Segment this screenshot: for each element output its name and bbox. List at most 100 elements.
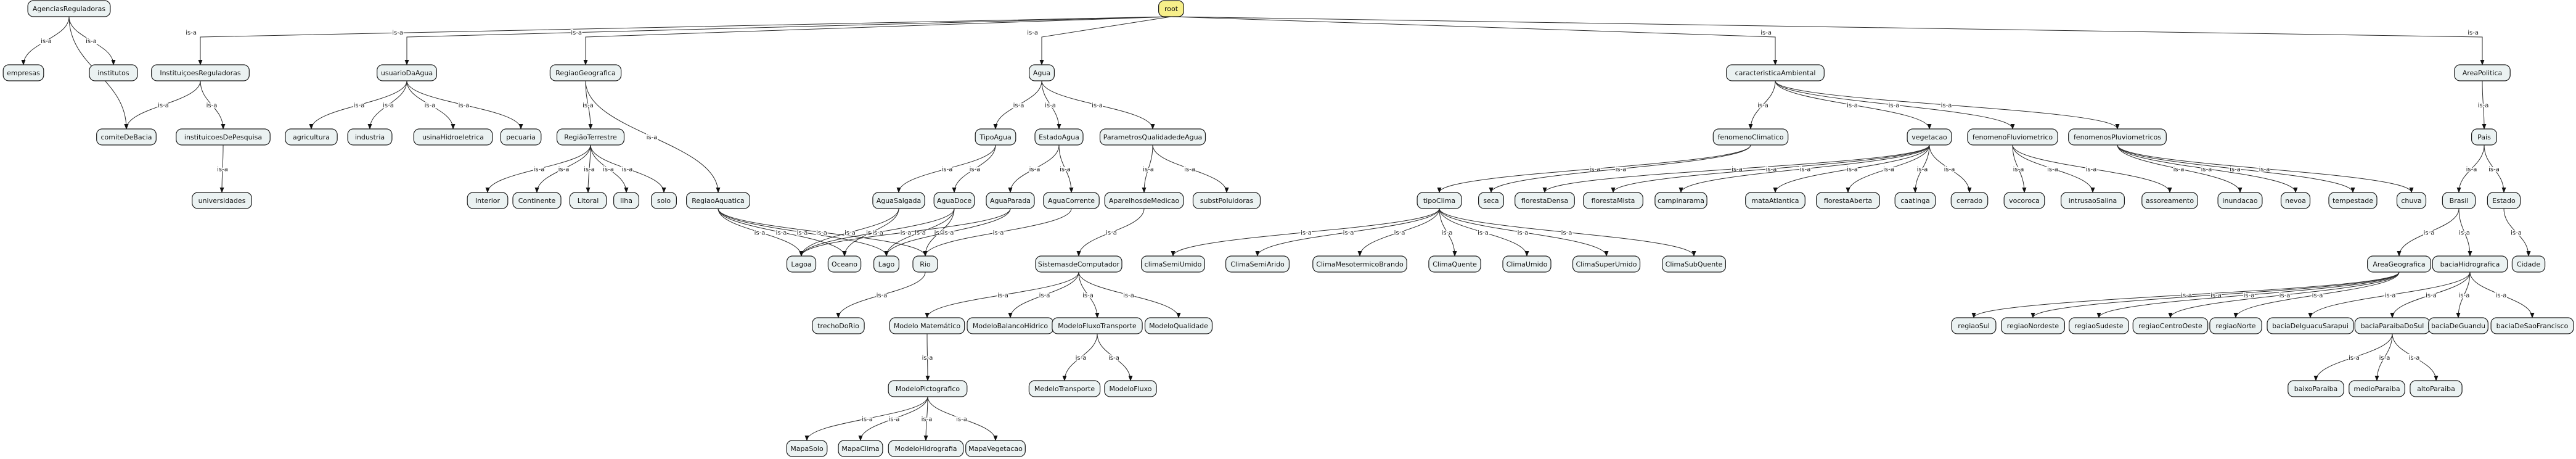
node-estado[interactable]: Estado — [2487, 192, 2521, 209]
edge-line — [1171, 208, 1440, 257]
node-regiaoSul[interactable]: regiaoSul — [1951, 317, 1997, 334]
node-baciaHidrografica[interactable]: baciaHidrografica — [2432, 255, 2508, 273]
node-mapaVegetacao[interactable]: MapaVegetacao — [965, 440, 1026, 457]
node-comiteDeBacia[interactable]: comiteDeBacia — [96, 128, 157, 146]
node-campinarama[interactable]: campinarama — [1654, 192, 1707, 209]
node-aparelhosdeMedicao[interactable]: AparelhosdeMedicao — [1104, 192, 1184, 209]
node-modeloQualidade[interactable]: ModeloQualidade — [1144, 317, 1213, 334]
node-baixoParaiba[interactable]: baixoParaiba — [2288, 380, 2344, 397]
node-lago[interactable]: Lago — [873, 255, 899, 273]
node-regiaoTerrestre[interactable]: RegiãoTerrestre — [556, 128, 625, 146]
node-tipoClima[interactable]: tipoClima — [1417, 192, 1462, 209]
node-aguaParada[interactable]: AguaParada — [986, 192, 1035, 209]
node-rio[interactable]: Rio — [912, 255, 938, 273]
node-ilha[interactable]: Ilha — [613, 192, 639, 209]
node-fenomenoFluviometrico[interactable]: fenomenoFluviometrico — [1967, 128, 2058, 146]
node-florestaAberta[interactable]: florestaAberta — [1816, 192, 1881, 209]
node-aguaDoce[interactable]: AguaDoce — [933, 192, 975, 209]
node-tipoAgua[interactable]: TipoAgua — [975, 128, 1016, 146]
node-substPoluidoras[interactable]: substPoluidoras — [1192, 192, 1261, 209]
node-areaGeografica[interactable]: AreaGeografica — [2367, 255, 2432, 273]
node-caatinga[interactable]: caatinga — [1894, 192, 1936, 209]
node-regiaoGeografica[interactable]: RegiaoGeografica — [549, 64, 622, 81]
node-regiaoNordeste[interactable]: regiaoNordeste — [2001, 317, 2066, 334]
node-usuarioDaAgua[interactable]: usuarioDaAgua — [377, 64, 437, 81]
node-industria[interactable]: industria — [347, 128, 393, 146]
node-usinaHidroeletrica[interactable]: usinaHidroeletrica — [413, 128, 493, 146]
node-nevoa[interactable]: nevoa — [2280, 192, 2311, 209]
node-institutos[interactable]: institutos — [89, 64, 138, 81]
node-litoral[interactable]: Litoral — [569, 192, 607, 209]
node-lagoa[interactable]: Lagoa — [786, 255, 817, 273]
node-medeloTransporte[interactable]: MedeloTransporte — [1028, 380, 1101, 397]
node-continente[interactable]: Continente — [512, 192, 562, 209]
node-baciaDeIguacuSarapui[interactable]: baciaDeIguacuSarapui — [2267, 317, 2354, 334]
node-regiaoAquatica[interactable]: RegiaoAquatica — [685, 192, 750, 209]
node-modeloFluxo[interactable]: ModeloFluxo — [1104, 380, 1157, 397]
node-climaUmido[interactable]: ClimaUmido — [1502, 255, 1552, 273]
node-florestaMista[interactable]: florestaMista — [1583, 192, 1643, 209]
node-modeloMatematico[interactable]: Modelo Matemático — [889, 317, 965, 334]
node-cerrado[interactable]: cerrado — [1950, 192, 1989, 209]
node-areaPolitica[interactable]: AreaPolitica — [2454, 64, 2511, 81]
edge-modeloMatematico-modeloPictografico: is-a — [921, 333, 934, 381]
node-climaSuperUmido[interactable]: ClimaSuperUmido — [1572, 255, 1641, 273]
node-box — [89, 64, 138, 81]
node-mapaSolo[interactable]: MapaSolo — [786, 440, 828, 457]
node-vegetacao[interactable]: vegetacao — [1907, 128, 1952, 146]
node-mataAtlantica[interactable]: mataAtlantica — [1745, 192, 1805, 209]
node-climaMesotermicoBrando[interactable]: ClimaMesotermicoBrando — [1312, 255, 1407, 273]
node-interior[interactable]: Interior — [467, 192, 509, 209]
node-modeloFluxoTransporte[interactable]: ModeloFluxoTransporte — [1052, 317, 1143, 334]
node-instituicoesDePesquisa[interactable]: instituicoesDePesquisa — [176, 128, 271, 146]
node-sistemasdeComputador[interactable]: SistemasdeComputador — [1035, 255, 1122, 273]
node-estadoAgua[interactable]: EstadoAgua — [1034, 128, 1084, 146]
node-fenomenosPluviometricos[interactable]: fenomenosPluviometricos — [2068, 128, 2167, 146]
node-instituicoesReguladoras[interactable]: InstituiçoesReguladoras — [151, 64, 250, 81]
node-inundacao[interactable]: inundacao — [2217, 192, 2263, 209]
node-vocoroca[interactable]: vocoroca — [2003, 192, 2045, 209]
node-universidades[interactable]: universidades — [192, 192, 252, 209]
edge-line — [1076, 208, 1145, 257]
node-caracteristicaAmbiental[interactable]: caracteristicaAmbiental — [1726, 64, 1825, 81]
node-empresas[interactable]: empresas — [2, 64, 44, 81]
node-aguaSalgada[interactable]: AguaSalgada — [872, 192, 925, 209]
node-pais[interactable]: Pais — [2471, 128, 2498, 146]
node-baciaParaibaDoSul[interactable]: baciaParaibaDoSul — [2354, 317, 2431, 334]
node-mapaClima[interactable]: MapaClima — [838, 440, 883, 457]
node-aguaCorrente[interactable]: AguaCorrente — [1043, 192, 1100, 209]
edge-label: is-a — [956, 416, 967, 423]
node-pecuaria[interactable]: pecuaria — [500, 128, 542, 146]
node-agenciasReguladoras[interactable]: AgenciasReguladoras — [27, 0, 111, 17]
node-climaSemiUmido[interactable]: climaSemiUmido — [1140, 255, 1205, 273]
node-parametrosQualidadedeAgua[interactable]: ParametrosQualidadedeAgua — [1099, 128, 1206, 146]
node-cidade[interactable]: Cidade — [2511, 255, 2546, 273]
node-modeloHidrografia[interactable]: ModeloHidrografia — [888, 440, 964, 457]
node-solo[interactable]: solo — [650, 192, 677, 209]
node-tempestade[interactable]: tempestade — [2328, 192, 2378, 209]
node-oceano[interactable]: Oceano — [827, 255, 862, 273]
node-modeloPictografico[interactable]: ModeloPictografico — [888, 380, 968, 397]
node-chuva[interactable]: chuva — [2396, 192, 2427, 209]
node-agua[interactable]: Agua — [1028, 64, 1055, 81]
node-trechoDoRio[interactable]: trechoDoRio — [812, 317, 865, 334]
node-climaSubQuente[interactable]: ClimaSubQuente — [1662, 255, 1727, 273]
node-modeloBalancoHidrico[interactable]: ModeloBalancoHidrico — [967, 317, 1054, 334]
node-climaSemiArido[interactable]: ClimaSemiArido — [1225, 255, 1290, 273]
node-baciaDeGuandu[interactable]: baciaDeGuandu — [2428, 317, 2488, 334]
node-assoreamento[interactable]: assoreamento — [2141, 192, 2198, 209]
node-brasil[interactable]: Brasil — [2442, 192, 2476, 209]
node-florestaDensa[interactable]: florestaDensa — [1515, 192, 1575, 209]
node-regiaoCentroOeste[interactable]: regiaoCentroOeste — [2132, 317, 2209, 334]
node-baciaDeSaoFrancisco[interactable]: baciaDeSaoFrancisco — [2490, 317, 2574, 334]
node-fenomenoClimatico[interactable]: fenomenoClimatico — [1712, 128, 1789, 146]
node-regiaoSudeste[interactable]: regiaoSudeste — [2069, 317, 2129, 334]
node-seca[interactable]: seca — [1478, 192, 1505, 209]
node-altoParaiba[interactable]: altoParaiba — [2410, 380, 2463, 397]
node-root[interactable]: root — [1158, 0, 1184, 17]
node-intrusaoSalina[interactable]: intrusaoSalina — [2061, 192, 2125, 209]
node-agricultura[interactable]: agricultura — [285, 128, 338, 146]
node-medioParaiba[interactable]: medioParaiba — [2349, 380, 2405, 397]
node-climaQuente[interactable]: ClimaQuente — [1428, 255, 1481, 273]
node-regiaoNorte[interactable]: regiaoNorte — [2209, 317, 2262, 334]
